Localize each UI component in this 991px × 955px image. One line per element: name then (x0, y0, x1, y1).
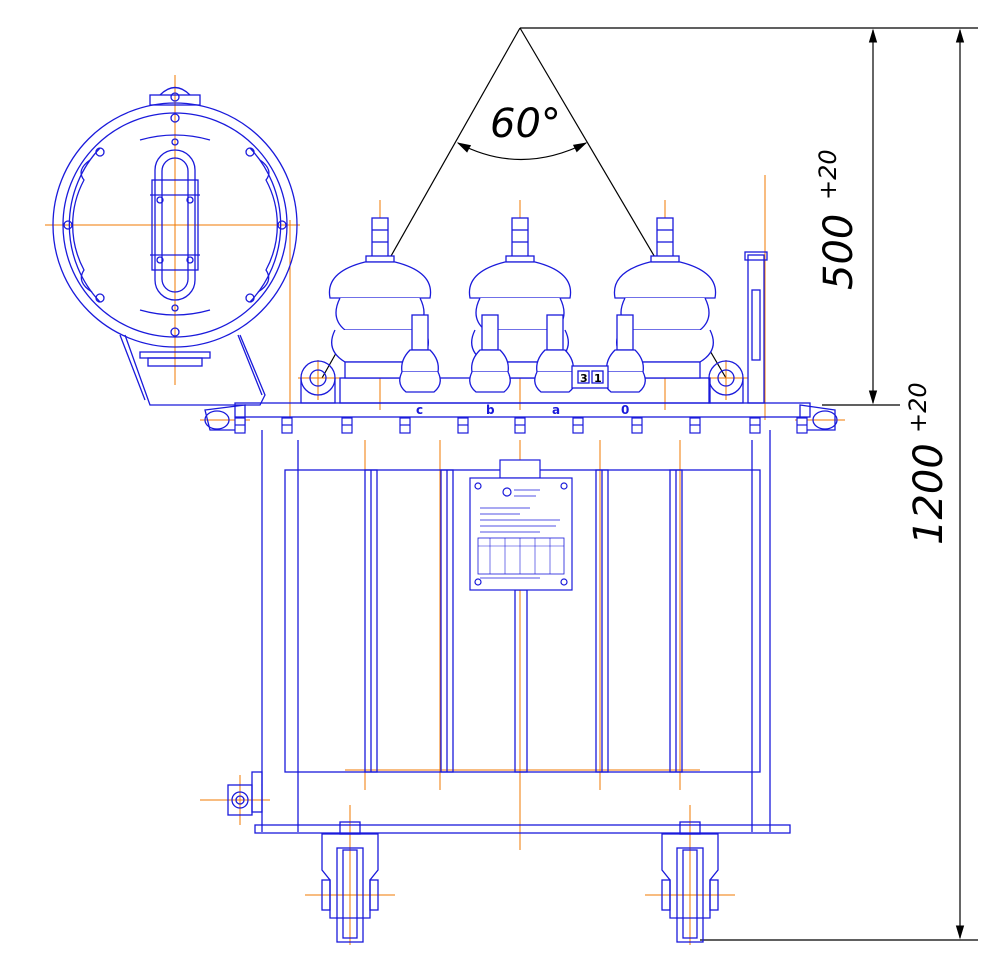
hv-bushing-left (328, 217, 432, 379)
oil-level-gauge (744, 251, 768, 404)
round-side-view (52, 86, 298, 406)
angle-arc (456, 142, 588, 161)
hv-bushing-right (613, 217, 717, 379)
tank-body (254, 430, 791, 834)
lifting-eyes (300, 360, 744, 404)
tap-digit-1: 3 (580, 372, 588, 385)
cover-plate (204, 377, 838, 431)
centerlines (45, 75, 845, 945)
dim-500-label-group: 500 +20 (814, 149, 862, 290)
dim-500-value: 500 (816, 214, 862, 290)
tap-switch (571, 365, 609, 389)
terminal-label-0: 0 (621, 403, 629, 417)
terminal-label-a: a (552, 403, 560, 417)
drain-valve (227, 771, 263, 816)
terminal-label-c: c (416, 403, 423, 417)
terminal-label-b: b (486, 403, 495, 417)
wheel-left (321, 821, 379, 943)
rating-plate (469, 459, 573, 591)
dimension-lines (321, 27, 978, 941)
angle-label: 60° (490, 101, 561, 147)
dim-1200-label-group: 1200 +20 (904, 382, 952, 545)
dim-1200-tolerance: +20 (904, 382, 932, 433)
cover-bolts (234, 417, 808, 434)
dim-500-tolerance: +20 (814, 149, 842, 200)
tap-digit-2: 1 (594, 372, 602, 385)
dim-1200-value: 1200 (906, 443, 952, 545)
wheel-right (661, 821, 719, 943)
